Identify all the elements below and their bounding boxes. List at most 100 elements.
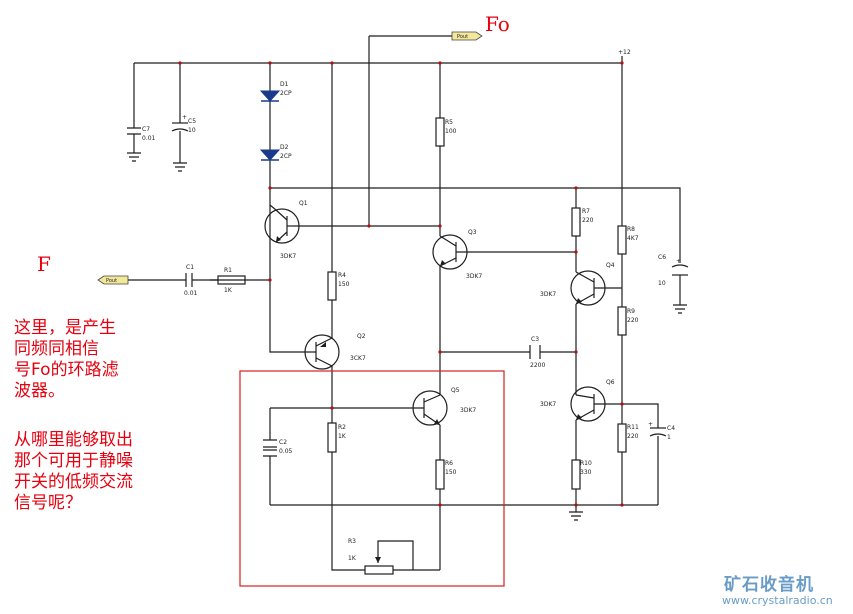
ground-c5 — [173, 162, 187, 172]
resistor-r6: R6 150 — [435, 459, 457, 490]
resistor-r1: R1 1K — [217, 267, 246, 294]
r9-value: 220 — [627, 317, 639, 324]
input-port-label: Pout — [106, 278, 117, 284]
potentiometer-r3: R3 1K — [348, 538, 394, 575]
capacitor-c3: C3 2200 — [529, 336, 545, 369]
c3-value: 2200 — [530, 362, 545, 369]
q2-name: Q2 — [357, 333, 366, 340]
diode-d2: D2 2CP — [259, 144, 292, 161]
note1-line: 同频同相信 — [14, 339, 99, 359]
q6-name: Q6 — [606, 379, 615, 386]
q1-name: Q1 — [299, 200, 308, 207]
loop-filter-frame — [239, 370, 505, 587]
q3-name: Q3 — [468, 229, 477, 236]
capacitor-c5: + C5 10 — [171, 114, 196, 134]
c1-name: C1 — [186, 264, 194, 271]
r5-name: R5 — [445, 119, 453, 126]
resistor-r7: R7 220 — [571, 207, 594, 237]
f-label: F — [37, 252, 51, 276]
resistor-r2: R2 1K — [327, 422, 347, 453]
r5-value: 100 — [445, 128, 457, 135]
note2-line: 从哪里能够取出 — [14, 430, 133, 450]
fo-label: Fo — [485, 12, 510, 36]
r9-name: R9 — [627, 308, 635, 315]
c2-value: 0.05 — [279, 448, 293, 455]
c4-name: C4 — [667, 425, 675, 432]
q5-name: Q5 — [451, 387, 460, 394]
q5-value: 3DK7 — [460, 407, 476, 414]
transistor-q1: Q1 3DK7 — [264, 200, 308, 260]
note2-line: 那个可用于静噪 — [14, 451, 133, 471]
c7-value: 0.01 — [142, 135, 156, 142]
resistor-r5: R5 100 — [435, 117, 457, 147]
transistor-q2: Q2 3CK7 — [304, 333, 366, 370]
capacitor-c2: C2 0.05 — [263, 439, 293, 457]
d1-value: 2CP — [280, 90, 292, 97]
ground-c7 — [127, 152, 141, 162]
diode-d1: D1 2CP — [259, 81, 292, 102]
resistor-r8: R8 4K7 — [617, 225, 639, 255]
svg-text:+: + — [648, 421, 653, 428]
ground-c6 — [673, 304, 687, 314]
resistor-r11: R11 220 — [617, 423, 639, 453]
input-port: Pout — [97, 275, 129, 285]
r8-value: 4K7 — [627, 235, 639, 242]
supply-label: +12 — [618, 49, 631, 56]
c7-name: C7 — [142, 126, 150, 133]
r10-name: R10 — [580, 460, 592, 467]
annotation-loop-filter: 这里，是产生 同频同相信 号Fo的环路滤 波器。 — [14, 318, 119, 402]
q6-value: 3DK7 — [540, 401, 556, 408]
c4-value: 1 — [667, 434, 671, 441]
output-port: Pout — [451, 31, 483, 41]
q4-value: 3DK7 — [540, 291, 556, 298]
transistor-q3: Q3 3DK7 — [432, 229, 482, 280]
svg-text:+: + — [676, 258, 681, 265]
watermark-url: www.crystalradio.cn — [722, 594, 833, 607]
r11-value: 220 — [627, 433, 639, 440]
r7-value: 220 — [582, 217, 594, 224]
r2-value: 1K — [338, 433, 347, 440]
r6-value: 150 — [445, 469, 457, 476]
r2-name: R2 — [338, 424, 346, 431]
r4-value: 150 — [338, 281, 350, 288]
junction-dots — [178, 61, 624, 507]
note1-line: 波器。 — [14, 381, 65, 401]
note2-line: 开关的低频交流 — [14, 472, 133, 492]
q4-name: Q4 — [606, 262, 615, 269]
r10-value: 330 — [580, 469, 592, 476]
note1-line: 这里，是产生 — [14, 318, 116, 338]
r7-name: R7 — [582, 208, 590, 215]
r8-name: R8 — [627, 226, 635, 233]
capacitor-c7: C7 0.01 — [127, 126, 156, 142]
r11-name: R11 — [627, 424, 639, 431]
c5-name: C5 — [188, 118, 196, 125]
c5-value: 10 — [188, 127, 196, 134]
d1-name: D1 — [280, 81, 289, 88]
capacitor-c4: + C4 1 — [648, 421, 675, 441]
c6-name: C6 — [658, 254, 666, 261]
r1-value: 1K — [224, 287, 233, 294]
note1-line: 号Fo的环路滤 — [14, 360, 119, 380]
r4-name: R4 — [338, 272, 346, 279]
c1-value: 0.01 — [184, 290, 198, 297]
r3-name: R3 — [348, 538, 356, 545]
output-port-label: Pout — [457, 34, 468, 40]
capacitor-c1: C1 0.01 — [184, 264, 198, 297]
transistor-q4: Q4 3DK7 — [540, 262, 615, 306]
c2-name: C2 — [279, 439, 287, 446]
wires — [128, 35, 681, 571]
ground-main — [569, 511, 583, 521]
resistor-r9: R9 220 — [617, 306, 639, 336]
c6-value: 10 — [658, 280, 666, 287]
r1-name: R1 — [224, 267, 232, 274]
transistor-q6: Q6 3DK7 — [540, 379, 615, 422]
q2-value: 3CK7 — [350, 355, 366, 362]
d2-value: 2CP — [280, 153, 292, 160]
r3-value: 1K — [348, 555, 357, 562]
d2-name: D2 — [280, 144, 289, 151]
svg-text:+: + — [182, 114, 187, 121]
r6-name: R6 — [445, 460, 453, 467]
capacitor-c6: + C6 10 — [658, 254, 689, 287]
resistor-r4: R4 150 — [327, 271, 350, 301]
